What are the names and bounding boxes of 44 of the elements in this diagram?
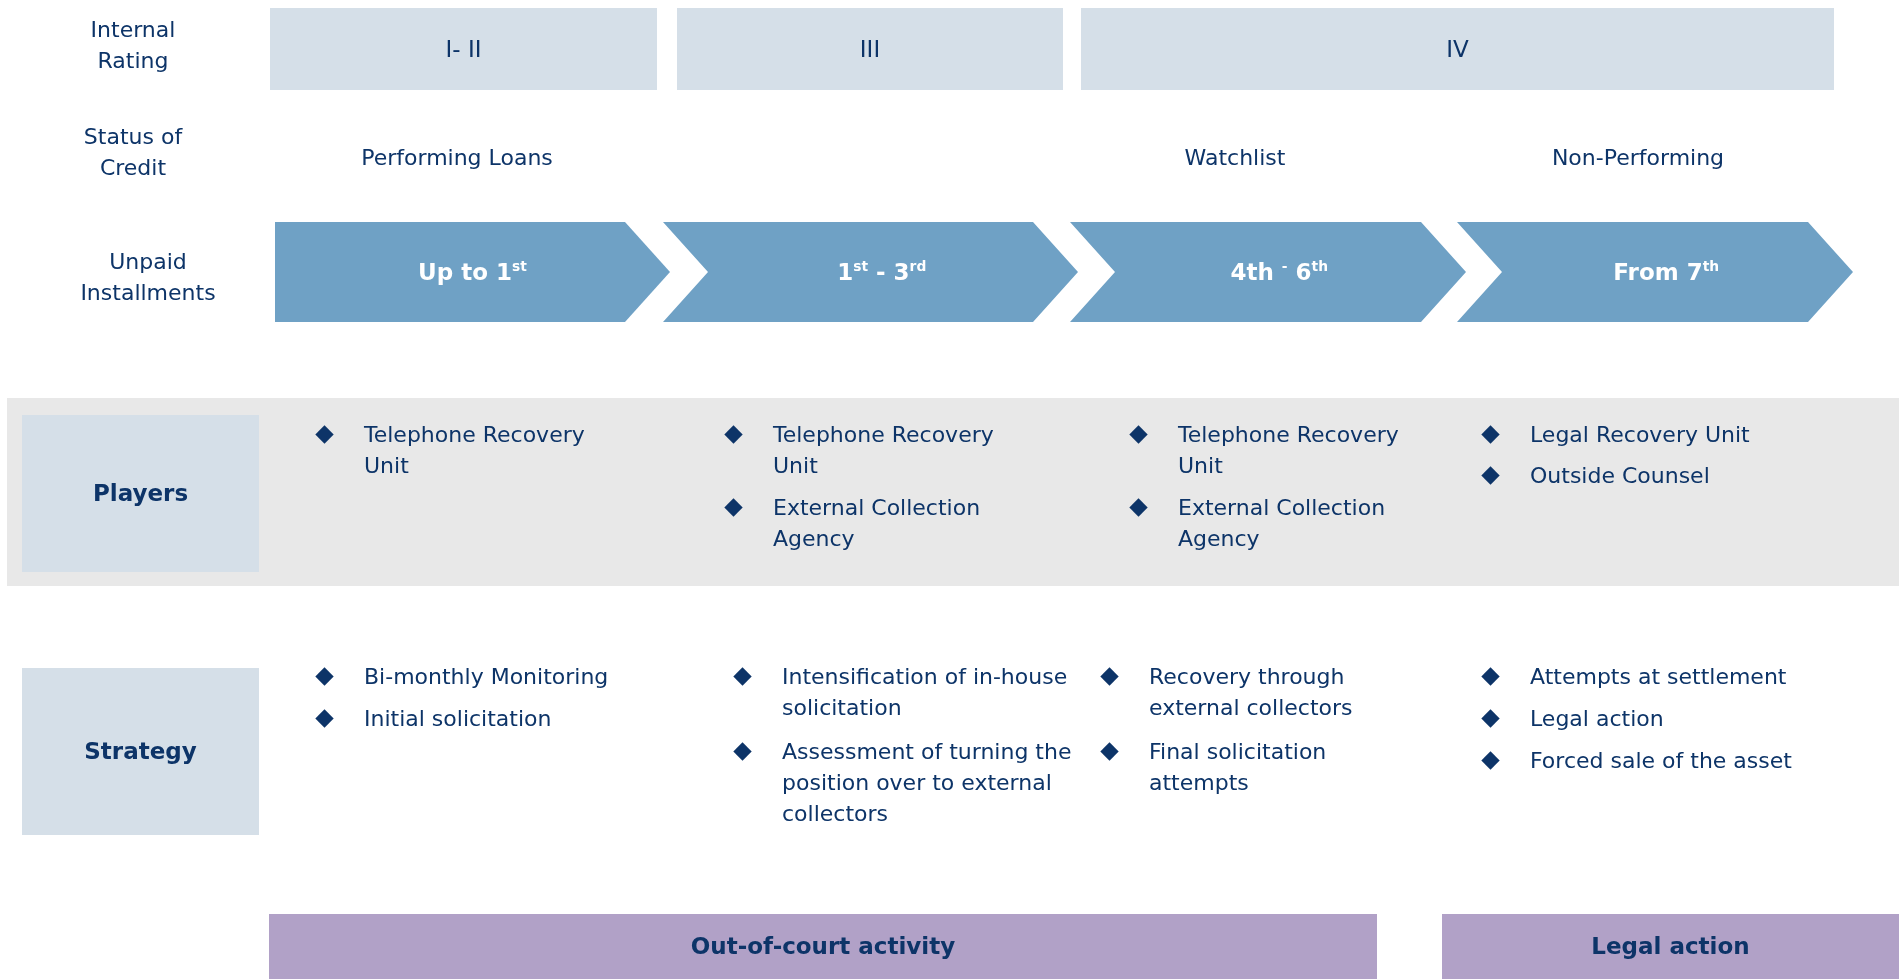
installment-label: 4th $^{-}$ 6$^{th}$ xyxy=(1230,256,1329,287)
bullet-text: Bi-monthly Monitoring xyxy=(364,663,610,691)
players-band xyxy=(7,398,1899,586)
phase-label: Legal action xyxy=(1591,932,1750,961)
bullet-text: Attempts at settlement xyxy=(1530,663,1788,691)
rating-label: III xyxy=(859,34,881,64)
bullet-text: Telephone Recovery Unit xyxy=(773,421,995,480)
phase-bar xyxy=(269,914,1377,979)
installment-label: 1$^{st}$ - 3$^{rd}$ xyxy=(837,256,927,287)
bullet-text: Telephone Recovery Unit xyxy=(364,421,586,480)
row-title: Status of Credit xyxy=(82,123,184,182)
row-header: Strategy xyxy=(84,737,197,766)
bullet-text: Legal Recovery Unit xyxy=(1530,421,1751,449)
process-step xyxy=(1457,222,1853,322)
bullet-text: External Collection Agency xyxy=(773,494,982,553)
rating-box xyxy=(677,8,1063,90)
row-title: Unpaid Installments xyxy=(79,248,217,307)
bullet-text: External Collection Agency xyxy=(1178,494,1387,553)
bullet-text: Legal action xyxy=(1530,705,1665,733)
process-step xyxy=(663,222,1078,322)
bullet-text: Assessment of turning the position over to external collectors xyxy=(782,738,1073,828)
rating-box xyxy=(270,8,657,90)
phase-label: Out-of-court activity xyxy=(690,932,956,961)
row-title: Watchlist xyxy=(1183,144,1287,172)
bullet-text: Final solicitation attempts xyxy=(1149,738,1328,797)
phase-bar xyxy=(1442,914,1899,979)
row-header-box xyxy=(22,668,259,835)
rating-label: IV xyxy=(1446,34,1469,64)
bullet-text: Outside Counsel xyxy=(1530,462,1711,490)
rating-box xyxy=(1081,8,1834,90)
installment-label: From 7$^{th}$ xyxy=(1613,256,1720,287)
bullet-text: Initial solicitation xyxy=(364,705,553,733)
row-title: Internal Rating xyxy=(89,16,177,75)
row-title: Non-Performing xyxy=(1550,144,1726,172)
rating-label: I- II xyxy=(445,34,482,64)
bullet-text: Intensification of in-house solicitation xyxy=(782,663,1069,722)
installment-label: Up to 1$^{st}$ xyxy=(418,256,527,287)
bullet-text: Forced sale of the asset xyxy=(1530,747,1793,775)
row-header: Players xyxy=(92,479,189,508)
process-step xyxy=(275,222,670,322)
process-step xyxy=(1070,222,1466,322)
bullet-text: Recovery through external collectors xyxy=(1149,663,1354,722)
bullet-text: Telephone Recovery Unit xyxy=(1178,421,1400,480)
row-title: Performing Loans xyxy=(360,144,554,172)
